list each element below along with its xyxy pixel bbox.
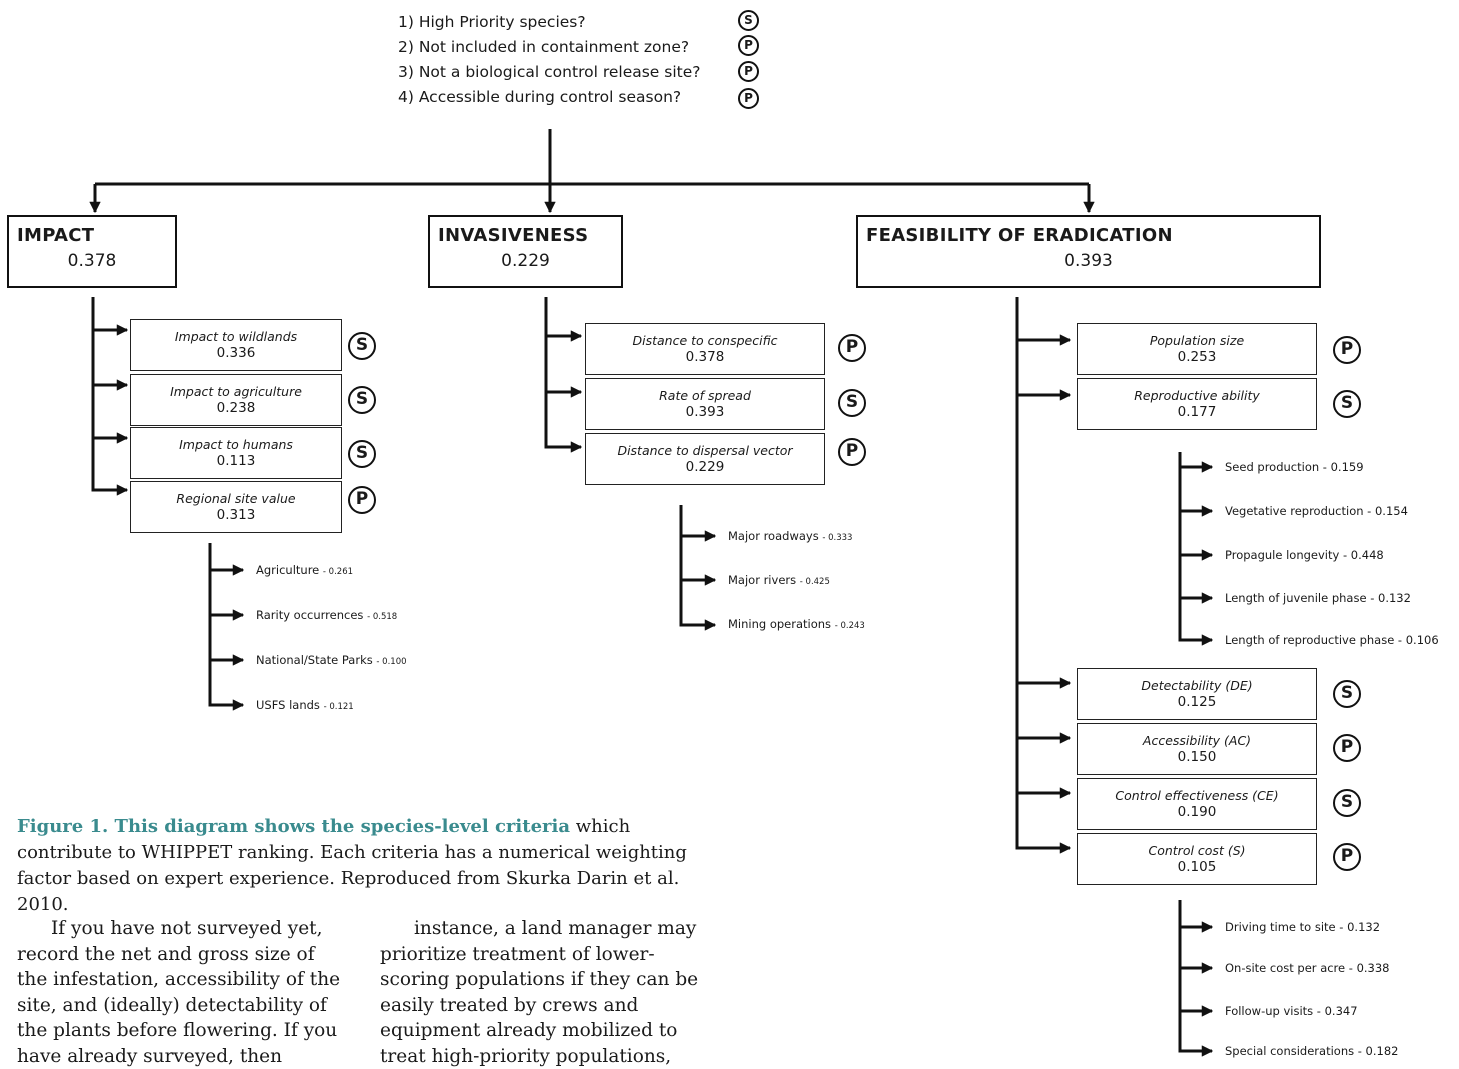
sub-usfs-lands: USFS lands - 0.121 xyxy=(256,698,354,712)
sub-major-rivers: Major rivers - 0.425 xyxy=(728,573,830,587)
criterion-distance-to-dispersal-vector: Distance to dispersal vector 0.229 xyxy=(585,433,825,485)
impact-wildlands-badge: S xyxy=(348,332,376,360)
sub-mining-operations: Mining operations - 0.243 xyxy=(728,617,865,631)
category-invasiveness-weight: 0.229 xyxy=(501,251,550,271)
regional-site-value-badge: P xyxy=(348,486,376,514)
criterion-population-size: Population size 0.253 xyxy=(1077,323,1317,375)
criterion-regional-site-value: Regional site value 0.313 xyxy=(130,481,342,533)
question-2-badge: P xyxy=(738,35,759,56)
sub-seed-production: Seed production - 0.159 xyxy=(1225,460,1364,474)
caption-body: which contribute to WHIPPET ranking. Eac… xyxy=(17,816,687,915)
criterion-impact-to-humans: Impact to humans 0.113 xyxy=(130,427,342,479)
criterion-impact-to-wildlands: Impact to wildlands 0.336 xyxy=(130,319,342,371)
sub-driving-time: Driving time to site - 0.132 xyxy=(1225,920,1381,934)
sub-national-state-parks: National/State Parks - 0.100 xyxy=(256,653,407,667)
sub-major-roadways: Major roadways - 0.333 xyxy=(728,529,853,543)
control-effectiveness-badge: S xyxy=(1333,789,1361,817)
population-size-badge: P xyxy=(1333,336,1361,364)
question-3: 3) Not a biological control release site… xyxy=(398,63,701,81)
sub-vegetative-reproduction: Vegetative reproduction - 0.154 xyxy=(1225,504,1408,518)
body-column-2: instance, a land manager may prioritize … xyxy=(380,918,699,1067)
reproductive-ability-badge: S xyxy=(1333,390,1361,418)
category-impact-title: IMPACT xyxy=(17,225,95,246)
figure-caption: Figure 1. This diagram shows the species… xyxy=(17,814,717,918)
conspecific-badge: P xyxy=(838,334,866,362)
caption-lead: Figure 1. This diagram shows the species… xyxy=(17,816,571,837)
impact-agriculture-badge: S xyxy=(348,386,376,414)
criterion-control-cost: Control cost (S) 0.105 xyxy=(1077,833,1317,885)
detectability-badge: S xyxy=(1333,680,1361,708)
control-cost-badge: P xyxy=(1333,843,1361,871)
sub-follow-up-visits: Follow-up visits - 0.347 xyxy=(1225,1004,1358,1018)
criterion-reproductive-ability: Reproductive ability 0.177 xyxy=(1077,378,1317,430)
criterion-accessibility: Accessibility (AC) 0.150 xyxy=(1077,723,1317,775)
body-column-1: If you have not surveyed yet, record the… xyxy=(17,918,341,1067)
sub-propagule-longevity: Propagule longevity - 0.448 xyxy=(1225,548,1384,562)
sub-agriculture: Agriculture - 0.261 xyxy=(256,563,354,577)
question-1-badge: S xyxy=(738,10,759,31)
impact-humans-badge: S xyxy=(348,440,376,468)
dispersal-vector-badge: P xyxy=(838,438,866,466)
category-feasibility: FEASIBILITY OF ERADICATION 0.393 xyxy=(856,215,1321,288)
question-3-badge: P xyxy=(738,61,759,82)
sub-on-site-cost: On-site cost per acre - 0.338 xyxy=(1225,961,1390,975)
category-impact: IMPACT 0.378 xyxy=(7,215,177,288)
criterion-detectability: Detectability (DE) 0.125 xyxy=(1077,668,1317,720)
sub-reproductive-phase: Length of reproductive phase - 0.106 xyxy=(1225,633,1439,647)
accessibility-badge: P xyxy=(1333,734,1361,762)
criterion-control-effectiveness: Control effectiveness (CE) 0.190 xyxy=(1077,778,1317,830)
category-feasibility-title: FEASIBILITY OF ERADICATION xyxy=(866,225,1173,246)
sub-juvenile-phase: Length of juvenile phase - 0.132 xyxy=(1225,591,1411,605)
question-2: 2) Not included in containment zone? xyxy=(398,38,690,56)
category-invasiveness: INVASIVENESS 0.229 xyxy=(428,215,623,288)
category-invasiveness-title: INVASIVENESS xyxy=(438,225,589,246)
question-4-badge: P xyxy=(738,88,759,109)
sub-rarity-occurrences: Rarity occurrences - 0.518 xyxy=(256,608,398,622)
question-4: 4) Accessible during control season? xyxy=(398,88,682,106)
criterion-distance-to-conspecific: Distance to conspecific 0.378 xyxy=(585,323,825,375)
sub-special-considerations: Special considerations - 0.182 xyxy=(1225,1044,1399,1058)
question-1: 1) High Priority species? xyxy=(398,13,586,31)
category-impact-weight: 0.378 xyxy=(67,251,117,271)
rate-of-spread-badge: S xyxy=(838,389,866,417)
category-feasibility-weight: 0.393 xyxy=(1064,251,1113,271)
criterion-impact-to-agriculture: Impact to agriculture 0.238 xyxy=(130,374,342,426)
criterion-rate-of-spread: Rate of spread 0.393 xyxy=(585,378,825,430)
